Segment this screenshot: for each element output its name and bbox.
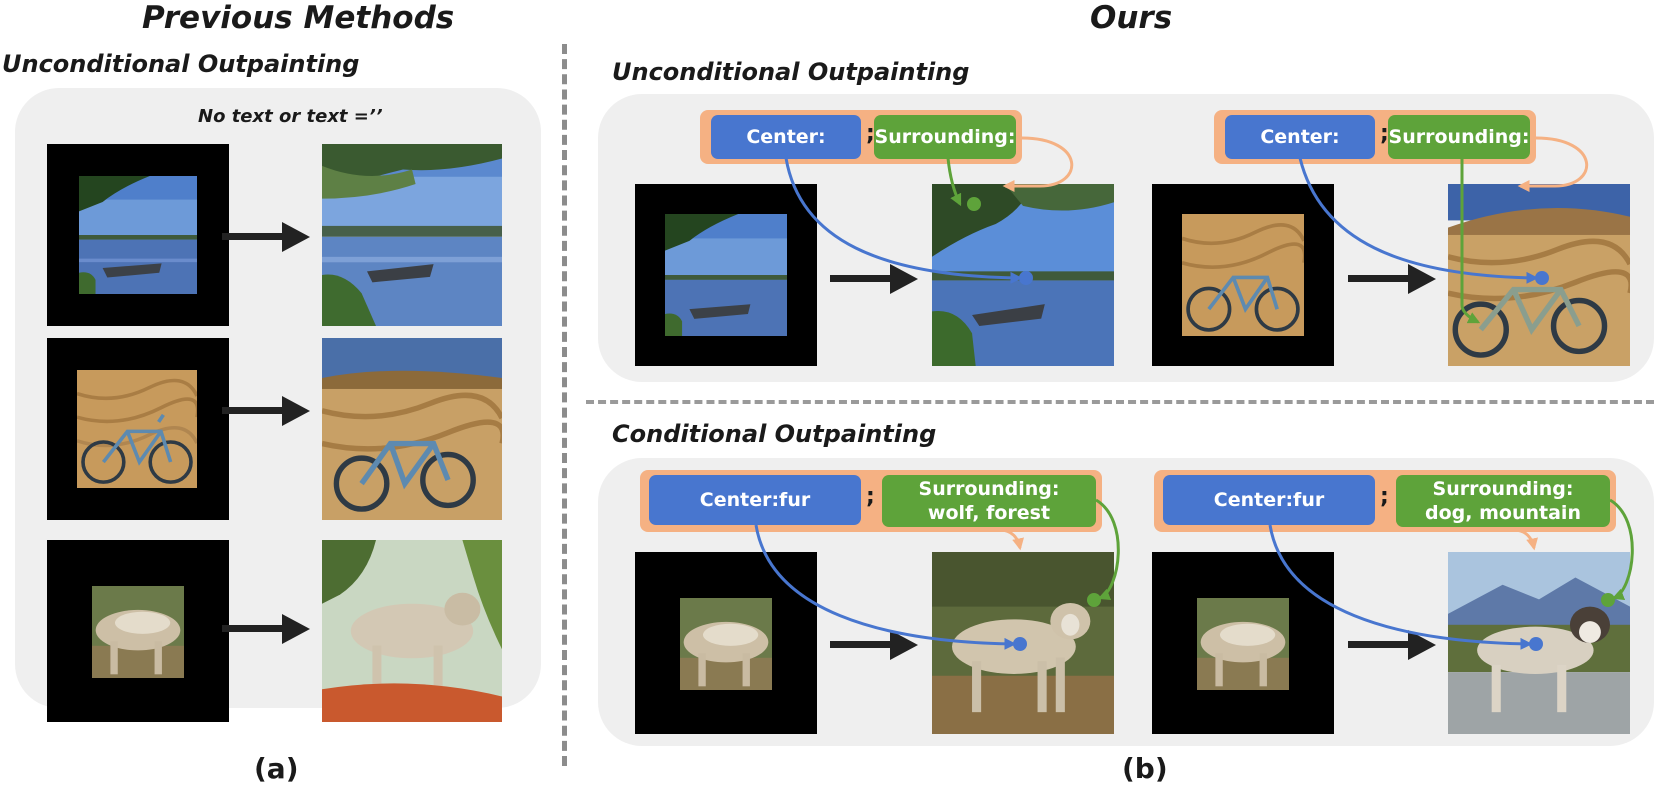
center-flow-arrow xyxy=(784,157,1023,284)
prompt-separator: ; xyxy=(1380,484,1389,509)
surrounding-chip: Surrounding: xyxy=(874,115,1016,159)
previous-methods-title: Previous Methods xyxy=(142,0,455,36)
prompt-separator: ; xyxy=(866,121,875,146)
right-arrow-icon xyxy=(222,394,312,428)
surrounding-chip: Surrounding: wolf, forest xyxy=(882,475,1096,527)
right-arrow-icon xyxy=(1348,262,1438,296)
horizontal-divider xyxy=(586,400,1654,404)
right-arrow-icon xyxy=(830,628,920,662)
baseline-output-wolf xyxy=(322,540,502,722)
center-chip: Center:fur xyxy=(649,475,861,525)
center-crop-bicycle xyxy=(1182,214,1304,336)
center-flow-dot xyxy=(1535,271,1549,285)
right-arrow-icon xyxy=(1348,628,1438,662)
surrounding-flow-dot xyxy=(1087,593,1101,607)
center-flow-arrow xyxy=(1268,524,1533,650)
ours-masked-input-bicycle xyxy=(1152,184,1334,366)
masked-input-lake xyxy=(47,144,229,326)
masked-input-wolf xyxy=(47,540,229,722)
surrounding-chip: Surrounding: xyxy=(1388,115,1530,159)
center-chip: Center:fur xyxy=(1163,475,1375,525)
surrounding-chip: Surrounding: dog, mountain xyxy=(1396,475,1610,527)
center-flow-dot xyxy=(1529,637,1543,651)
masked-input-bicycle xyxy=(47,338,229,520)
center-crop-bicycle xyxy=(77,370,197,488)
surrounding-flow-arrow xyxy=(1609,498,1634,600)
right-cond-section-title: Conditional Outpainting xyxy=(612,420,937,448)
vertical-divider xyxy=(562,44,567,766)
ours-masked-input-wolf-2 xyxy=(1152,552,1334,734)
ours-output-lake xyxy=(932,184,1114,366)
center-crop-lake xyxy=(665,214,787,336)
ours-masked-input-lake xyxy=(635,184,817,366)
surrounding-flow-dot xyxy=(1601,593,1615,607)
surrounding-flow-dot xyxy=(967,197,981,211)
ours-title: Ours xyxy=(1090,0,1173,36)
surrounding-flow-arrow xyxy=(1095,498,1120,600)
center-chip: Center: xyxy=(711,115,861,159)
center-crop-wolf xyxy=(1197,598,1289,690)
baseline-output-bicycle xyxy=(322,338,502,520)
prompt-separator: ; xyxy=(866,484,875,509)
prompt-separator: ; xyxy=(1380,121,1389,146)
right-arrow-icon xyxy=(830,262,920,296)
self-loop-arrow xyxy=(1002,136,1074,192)
ours-masked-input-wolf xyxy=(635,552,817,734)
center-crop-wolf xyxy=(92,586,184,678)
center-crop-lake xyxy=(79,176,197,294)
surrounding-flow-arrow xyxy=(1460,158,1481,324)
baseline-output-lake xyxy=(322,144,502,326)
condition-flow-arrow xyxy=(1394,528,1538,551)
right-uncond-section-title: Unconditional Outpainting xyxy=(612,58,970,86)
figure-label-a: (a) xyxy=(254,752,299,785)
center-chip: Center: xyxy=(1225,115,1375,159)
center-crop-wolf xyxy=(680,598,772,690)
figure-label-b: (b) xyxy=(1122,752,1168,785)
left-section-title: Unconditional Outpainting xyxy=(2,50,360,78)
right-arrow-icon xyxy=(222,220,312,254)
center-flow-arrow xyxy=(1298,157,1539,284)
right-arrow-icon xyxy=(222,612,312,646)
surrounding-flow-arrow xyxy=(946,157,962,207)
no-text-note: No text or text =’’ xyxy=(198,106,383,127)
center-flow-arrow xyxy=(754,524,1017,650)
center-flow-dot xyxy=(1019,271,1033,285)
self-loop-arrow xyxy=(1517,136,1589,192)
ours-output-bicycle xyxy=(1448,184,1630,366)
condition-flow-arrow xyxy=(880,528,1024,551)
center-flow-dot xyxy=(1013,637,1027,651)
